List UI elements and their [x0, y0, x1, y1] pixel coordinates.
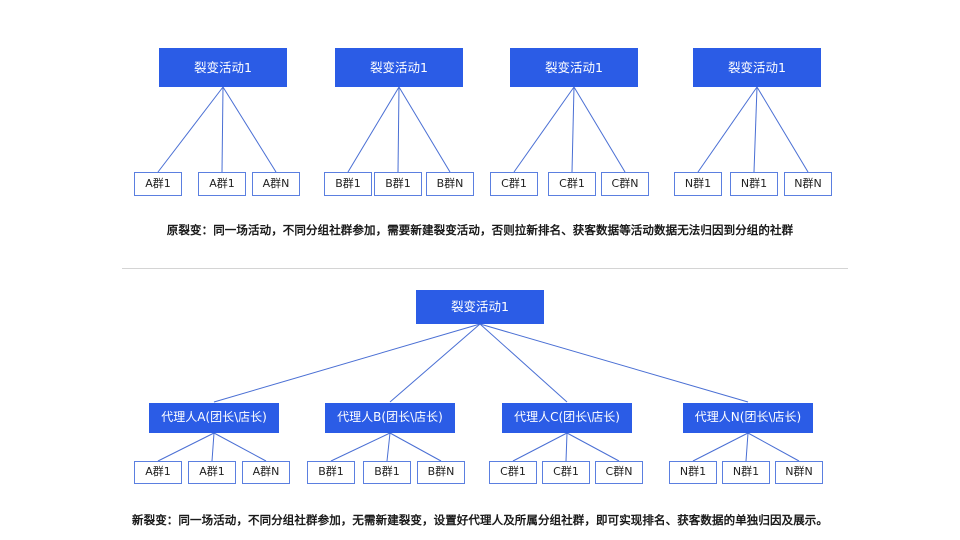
top-leaf-node-n1[interactable]: N群1 — [674, 172, 722, 196]
bottom-leaf-label-c2: C群1 — [553, 465, 579, 479]
top-leaf-node-a3[interactable]: A群N — [252, 172, 300, 196]
connector-bottom-a1-l2 — [211, 432, 215, 462]
bottom-leaf-node-n1[interactable]: N群1 — [669, 461, 717, 484]
top-root-label-3: 裂变活动1 — [545, 59, 603, 75]
bottom-leaf-label-b1: B群1 — [318, 465, 344, 479]
top-leaf-label-b1: B群1 — [335, 176, 361, 190]
agent-label-n: 代理人N(团长\店长) — [694, 410, 802, 425]
top-diagram-caption: 原裂变：同一场活动，不同分组社群参加，需要新建裂变活动，否则拉新排名、获客数据等… — [166, 223, 794, 237]
connector-top-g2-l1 — [347, 86, 400, 173]
connector-top-g1-l2 — [221, 86, 224, 173]
top-leaf-label-c1: C群1 — [501, 176, 527, 190]
connector-bottom-a3-l1 — [512, 432, 568, 462]
bottom-leaf-node-a3[interactable]: A群N — [242, 461, 290, 484]
top-root-node-3[interactable]: 裂变活动1 — [510, 48, 638, 87]
top-root-node-4[interactable]: 裂变活动1 — [693, 48, 821, 87]
top-leaf-label-n3: N群N — [794, 176, 822, 190]
agent-label-c: 代理人C(团长\店长) — [514, 410, 620, 425]
top-leaf-label-b3: B群N — [436, 176, 464, 190]
agent-label-a: 代理人A(团长\店长) — [161, 410, 267, 425]
connector-bottom-a2-l1 — [330, 432, 391, 462]
connector-bottom-a1-l1 — [157, 432, 215, 462]
bottom-root-label: 裂变活动1 — [451, 299, 509, 315]
bottom-root-node[interactable]: 裂变活动1 — [416, 290, 544, 324]
top-root-node-2[interactable]: 裂变活动1 — [335, 48, 463, 87]
top-leaf-node-b1[interactable]: B群1 — [324, 172, 372, 196]
top-leaf-node-c3[interactable]: C群N — [601, 172, 649, 196]
top-leaf-node-a2[interactable]: A群1 — [198, 172, 246, 196]
bottom-leaf-label-a3: A群N — [252, 465, 280, 479]
agent-label-b: 代理人B(团长\店长) — [337, 410, 443, 425]
connector-top-g3-l1 — [513, 86, 575, 173]
bottom-leaf-node-b3[interactable]: B群N — [417, 461, 465, 484]
section-divider — [122, 268, 848, 269]
connector-bottom-a1-l3 — [213, 432, 267, 462]
bottom-leaf-node-n2[interactable]: N群1 — [722, 461, 770, 484]
connector-bottom-a4-l1 — [692, 432, 749, 462]
connector-top-g2-l2 — [397, 86, 400, 173]
bottom-leaf-node-c1[interactable]: C群1 — [489, 461, 537, 484]
connector-bottom-root-a3 — [479, 323, 568, 403]
bottom-leaf-node-b1[interactable]: B群1 — [307, 461, 355, 484]
connector-bottom-a4-l2 — [745, 432, 749, 462]
bottom-leaf-label-a2: A群1 — [199, 465, 225, 479]
top-root-label-2: 裂变活动1 — [370, 59, 428, 75]
connector-top-g3-l3 — [573, 86, 626, 173]
bottom-leaf-label-n2: N群1 — [732, 465, 760, 479]
top-leaf-label-c3: C群N — [611, 176, 639, 190]
bottom-leaf-node-n3[interactable]: N群N — [775, 461, 823, 484]
agent-node-b[interactable]: 代理人B(团长\店长) — [325, 403, 455, 433]
connector-bottom-root-a2 — [389, 323, 481, 403]
connector-top-g4-l3 — [756, 86, 809, 173]
top-leaf-label-a3: A群N — [262, 176, 290, 190]
top-leaf-label-a1: A群1 — [145, 176, 171, 190]
top-leaf-node-b3[interactable]: B群N — [426, 172, 474, 196]
connector-bottom-a4-l3 — [747, 432, 800, 462]
connector-bottom-a3-l3 — [566, 432, 620, 462]
bottom-leaf-node-c3[interactable]: C群N — [595, 461, 643, 484]
connector-bottom-a2-l3 — [389, 432, 442, 462]
top-root-label-4: 裂变活动1 — [728, 59, 786, 75]
bottom-leaf-label-c1: C群1 — [500, 465, 526, 479]
top-leaf-label-n1: N群1 — [684, 176, 712, 190]
connector-top-g4-l1 — [697, 86, 758, 173]
bottom-leaf-node-a1[interactable]: A群1 — [134, 461, 182, 484]
top-leaf-node-b2[interactable]: B群1 — [374, 172, 422, 196]
bottom-leaf-label-b2: B群1 — [374, 465, 400, 479]
top-leaf-node-c2[interactable]: C群1 — [548, 172, 596, 196]
bottom-leaf-label-n1: N群1 — [679, 465, 707, 479]
bottom-leaf-label-n3: N群N — [785, 465, 813, 479]
top-leaf-node-n3[interactable]: N群N — [784, 172, 832, 196]
bottom-leaf-label-a1: A群1 — [145, 465, 171, 479]
top-leaf-label-c2: C群1 — [559, 176, 585, 190]
bottom-leaf-node-b2[interactable]: B群1 — [363, 461, 411, 484]
connector-bottom-root-a4 — [479, 323, 749, 403]
connector-top-g2-l3 — [398, 86, 451, 173]
connector-top-g3-l2 — [571, 86, 575, 173]
top-leaf-label-n2: N群1 — [740, 176, 768, 190]
top-leaf-node-c1[interactable]: C群1 — [490, 172, 538, 196]
connector-bottom-root-a1 — [213, 323, 481, 403]
top-leaf-label-b2: B群1 — [385, 176, 411, 190]
agent-node-n[interactable]: 代理人N(团长\店长) — [683, 403, 813, 433]
bottom-leaf-label-b3: B群N — [427, 465, 455, 479]
bottom-leaf-node-a2[interactable]: A群1 — [188, 461, 236, 484]
top-leaf-node-a1[interactable]: A群1 — [134, 172, 182, 196]
connector-bottom-a3-l2 — [565, 432, 568, 462]
connector-top-g4-l2 — [753, 86, 758, 173]
connector-top-g1-l3 — [222, 86, 277, 173]
bottom-diagram-caption: 新裂变：同一场活动，不同分组社群参加，无需新建裂变，设置好代理人及所属分组社群，… — [132, 513, 828, 527]
connector-top-g1-l1 — [157, 86, 224, 173]
top-leaf-node-n2[interactable]: N群1 — [730, 172, 778, 196]
agent-node-c[interactable]: 代理人C(团长\店长) — [502, 403, 632, 433]
bottom-leaf-node-c2[interactable]: C群1 — [542, 461, 590, 484]
top-leaf-label-a2: A群1 — [209, 176, 235, 190]
agent-node-a[interactable]: 代理人A(团长\店长) — [149, 403, 279, 433]
connector-bottom-a2-l2 — [386, 432, 391, 462]
top-root-label-1: 裂变活动1 — [194, 59, 252, 75]
bottom-leaf-label-c3: C群N — [605, 465, 633, 479]
top-root-node-1[interactable]: 裂变活动1 — [159, 48, 287, 87]
